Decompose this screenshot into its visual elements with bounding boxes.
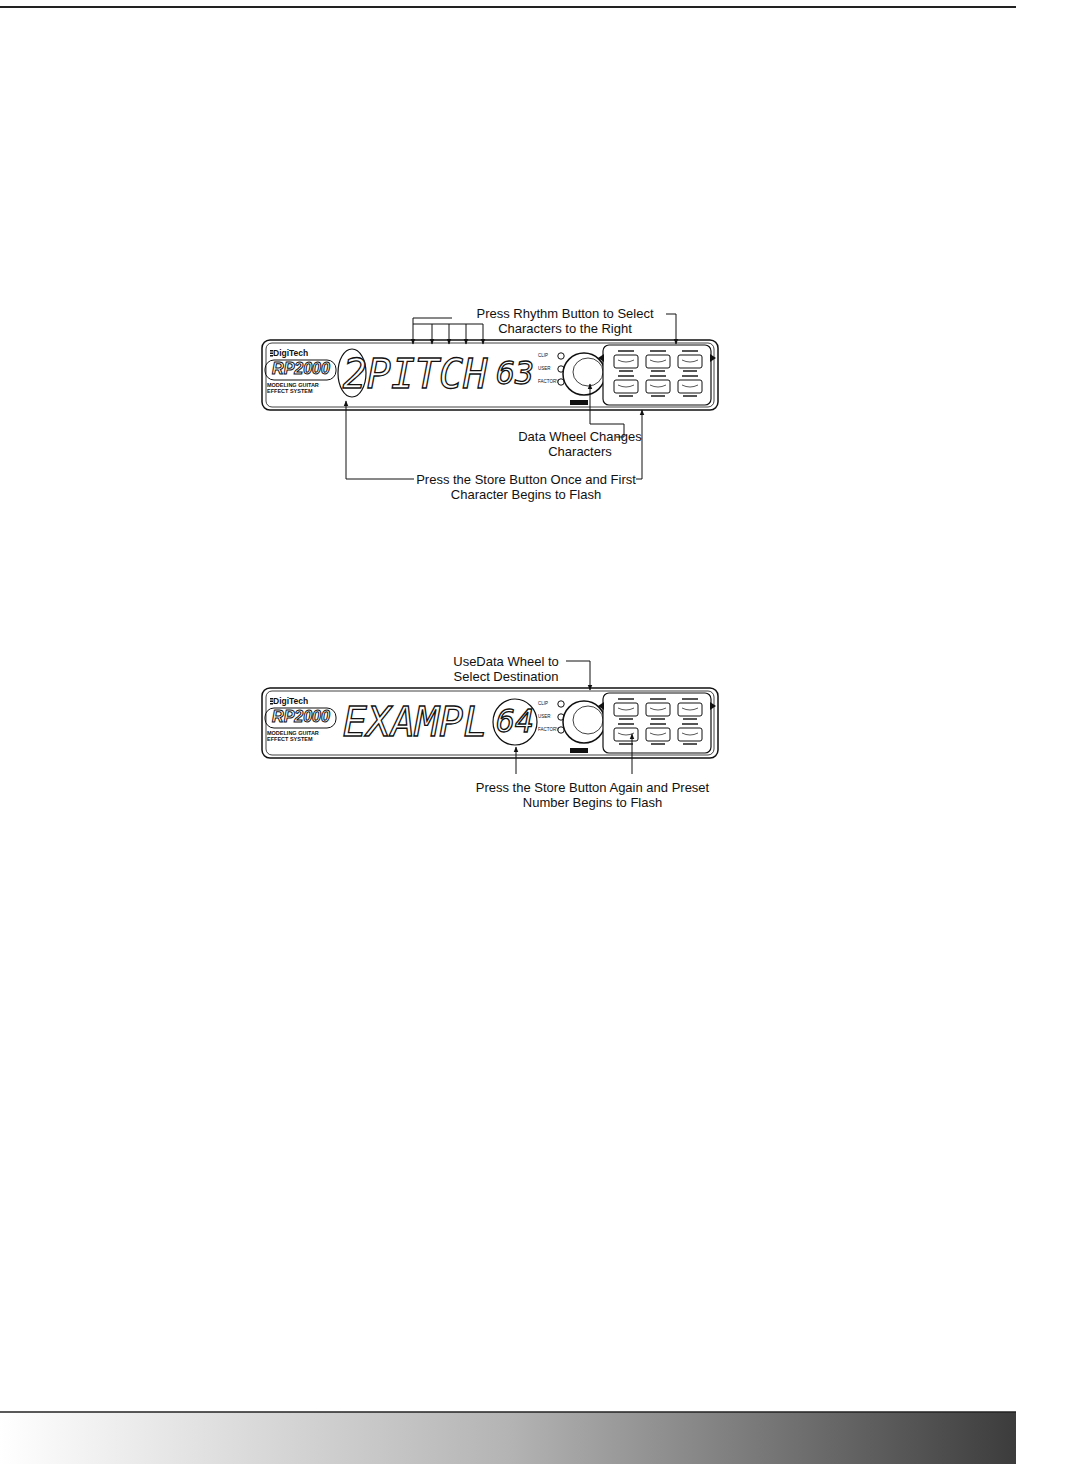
display-text: EXAMPL — [343, 702, 488, 742]
callout-text: Press the Store Button Again and Preset … — [470, 780, 715, 811]
leader-line — [516, 747, 517, 774]
model-subtitle: MODELING GUITAR EFFECT SYSTEM — [267, 730, 329, 743]
led-label: USER — [538, 366, 558, 371]
leader-line — [413, 324, 483, 325]
callout-text: Press Rhythm Button to Select Characters… — [450, 306, 680, 337]
led-label: USER — [538, 714, 558, 719]
led-label: FACTORY — [538, 727, 558, 732]
leader-line — [666, 314, 676, 344]
callout-text: Data Wheel Changes Characters — [515, 429, 645, 460]
model-subtitle: MODELING GUITAR EFFECT SYSTEM — [267, 382, 329, 395]
leader-line — [413, 318, 452, 319]
led-label: CLIP — [538, 353, 558, 358]
leader-line — [566, 661, 590, 690]
leader-line — [632, 734, 633, 774]
callout-text: Press the Store Button Once and First Ch… — [412, 472, 640, 503]
leader-line — [346, 401, 414, 479]
footer-rule — [0, 1411, 1016, 1413]
leader-line — [483, 324, 484, 344]
leader-line — [413, 318, 414, 344]
leader-line — [636, 410, 642, 479]
highlight-circle — [493, 699, 537, 745]
brand-logo: DigiTech — [273, 348, 335, 358]
display-window: EXAMPL — [338, 698, 492, 745]
display-text: 64 — [496, 706, 534, 738]
device-panel — [262, 340, 718, 410]
leader-line — [466, 324, 467, 344]
model-logo: RP2000 — [266, 360, 336, 379]
display-window: 64 — [494, 698, 536, 745]
led-label: CLIP — [538, 701, 558, 706]
leader-line — [449, 324, 450, 344]
display-text: 2PITCH — [343, 354, 488, 394]
header-rule — [0, 6, 1016, 8]
device-panel — [262, 688, 718, 758]
display-text: 63 — [496, 358, 534, 390]
footer-bar — [0, 1412, 1016, 1464]
display-window: 63 — [494, 350, 536, 397]
leader-line — [432, 324, 433, 344]
model-logo: RP2000 — [266, 708, 336, 727]
callout-text: UseData Wheel to Select Destination — [436, 654, 576, 685]
brand-logo: DigiTech — [273, 696, 335, 706]
display-window: 2PITCH — [338, 350, 492, 397]
led-label: FACTORY — [538, 379, 558, 384]
